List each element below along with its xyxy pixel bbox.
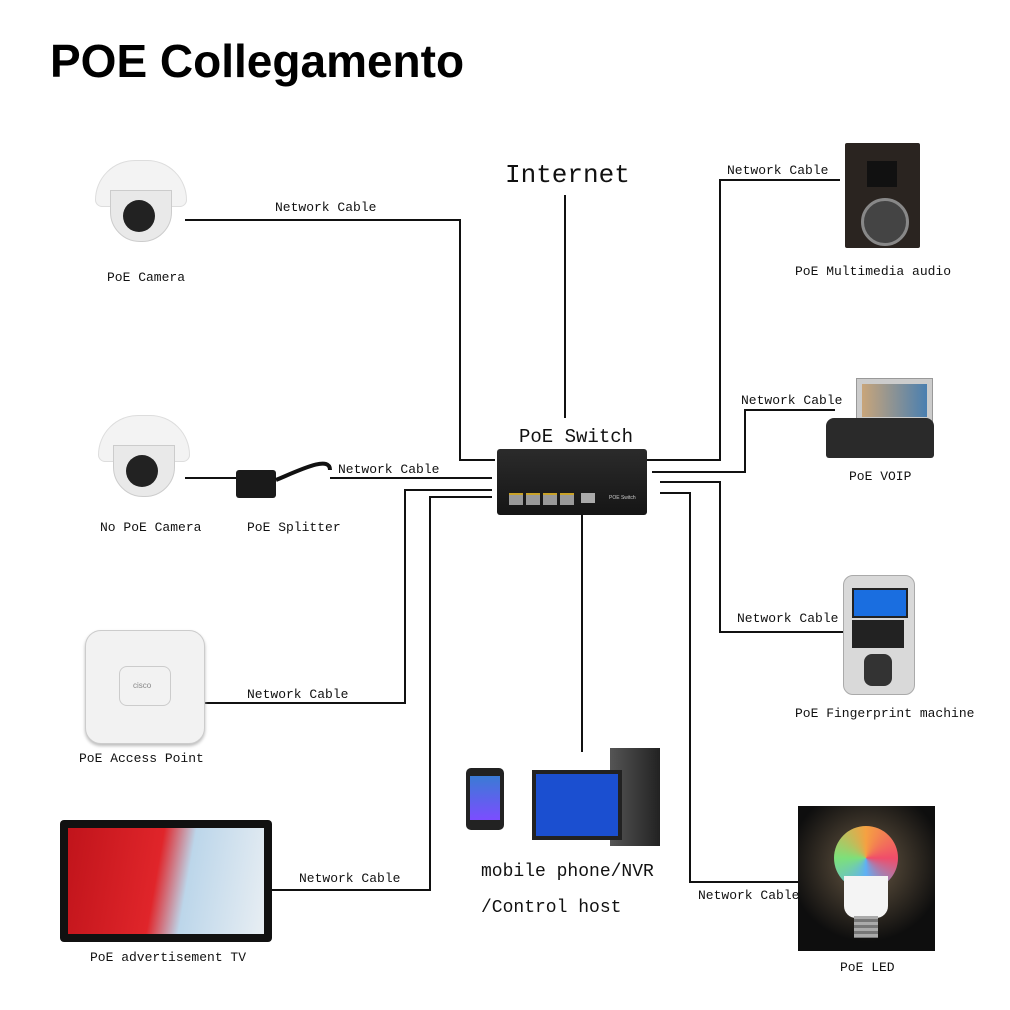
speaker-image [845, 143, 920, 248]
cable-led [660, 492, 800, 883]
cable-fingerprint [660, 481, 845, 633]
advertisement-tv-label: PoE advertisement TV [90, 950, 247, 965]
poe-camera-image [95, 160, 187, 245]
access-point-image: cisco [85, 630, 205, 744]
cable-multimedia [647, 179, 840, 461]
multimedia-audio-label: PoE Multimedia audio [795, 264, 952, 279]
poe-splitter-label: PoE Splitter [247, 520, 341, 535]
voip-label: PoE VOIP [849, 469, 912, 484]
cable-label-fingerprint: Network Cable [737, 611, 839, 626]
access-point-label: PoE Access Point [79, 751, 204, 766]
fingerprint-label: PoE Fingerprint machine [795, 706, 975, 721]
cable-label-multimedia: Network Cable [727, 163, 829, 178]
voip-phone-image [826, 378, 934, 458]
poe-switch: POE Switch [497, 449, 647, 515]
cable-label-tv: Network Cable [299, 871, 401, 886]
cable-label-voip: Network Cable [741, 393, 843, 408]
cable-label-poe-camera: Network Cable [275, 200, 377, 215]
no-poe-camera-image [98, 415, 190, 500]
access-point-brand: cisco [133, 681, 152, 690]
monitor-image [532, 770, 622, 840]
cable-label-led: Network Cable [698, 888, 800, 903]
cable-tv [272, 496, 492, 891]
cable-label-access-point: Network Cable [247, 687, 349, 702]
poe-splitter-image [236, 470, 276, 498]
no-poe-camera-label: No PoE Camera [100, 520, 202, 535]
advertisement-tv-image [60, 820, 272, 942]
cable-poe-camera [185, 219, 495, 461]
mobile-phone-image [466, 768, 504, 830]
led-label: PoE LED [840, 960, 895, 975]
switch-label: PoE Switch [519, 426, 634, 448]
poe-camera-label: PoE Camera [107, 270, 186, 285]
cable-access-point [205, 489, 492, 704]
nvr-label-line1: mobile phone/NVR [481, 862, 654, 882]
cable-voip [652, 409, 835, 473]
switch-badge: POE Switch [609, 495, 636, 501]
page-title: POE Collegamento [50, 35, 465, 87]
nvr-label-line2: /Control host [481, 898, 622, 918]
led-bulb-image [798, 806, 935, 951]
internet-label: Internet [505, 160, 630, 190]
fingerprint-machine-image [843, 575, 915, 695]
cable-label-splitter: Network Cable [338, 462, 440, 477]
